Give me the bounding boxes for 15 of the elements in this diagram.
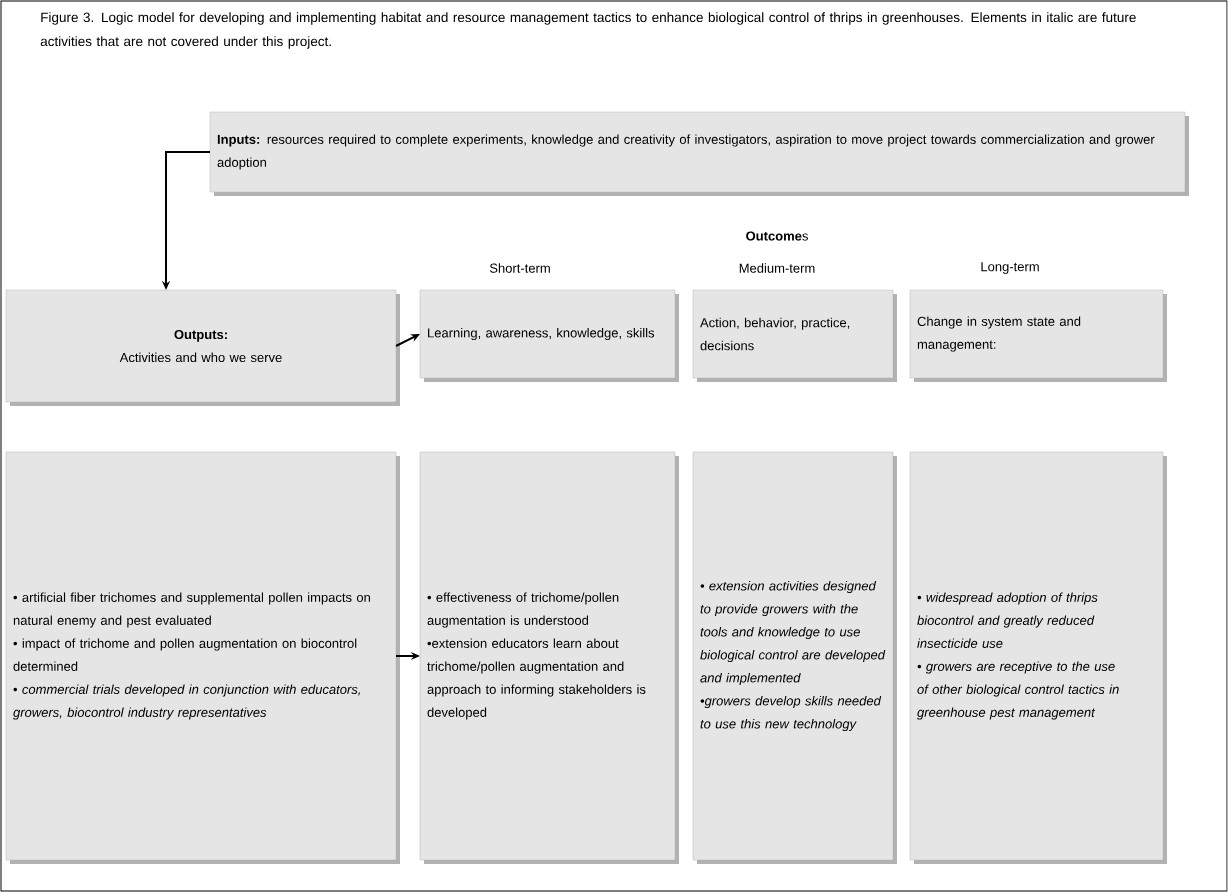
text-box: Inputs: resources required to complete experiments, knowledge and creativity of investigators, aspiration to move project towards commercialization and grower adoption — [209, 111, 1189, 196]
column-heading: Long-term — [981, 262, 1039, 274]
text-box: Outputs: Activities and who we serve — [5, 289, 400, 406]
text-box: Learning, awareness, knowledge, skills — [419, 289, 679, 382]
text-box: • effectiveness of trichome/pollen augmentation is understood •extension educators learn about trichome/pollen augmentation and approach to informing stakeholders is developed — [419, 451, 679, 864]
column-heading: Short-term — [489, 263, 550, 273]
text-box: • artificial fiber trichomes and supplemental pollen impacts on natural enemy and pest evaluated • impact of trichome and pollen augmentation on biocontrol determined • commercial trials developed in conjunction with educators, growers, biocontrol industry representatives — [5, 451, 400, 864]
column-heading: Outcomes — [746, 231, 808, 241]
arrow — [395, 334, 420, 347]
text-box: Change in system state and management: — [909, 289, 1167, 382]
text-box: • extension activities designed to provide growers with the tools and knowledge to use biological control are developed and implemented •growers develop skills needed to use this new technology — [692, 451, 897, 864]
text-box: • widespread adoption of thrips biocontrol and greatly reduced insecticide use • growers are receptive to the use of other biological control tactics in greenhouse pest management — [909, 451, 1167, 864]
text-box: Action, behavior, practice, decisions — [692, 289, 897, 382]
figure-title: Figure 3. Logic model for developing and implementing habitat and resource management tactics to enhance biological control of thrips in greenhouses. Elements in italic are future activities that are not covered under this project. — [40, 12, 1136, 49]
column-heading: Medium-term — [739, 263, 815, 273]
